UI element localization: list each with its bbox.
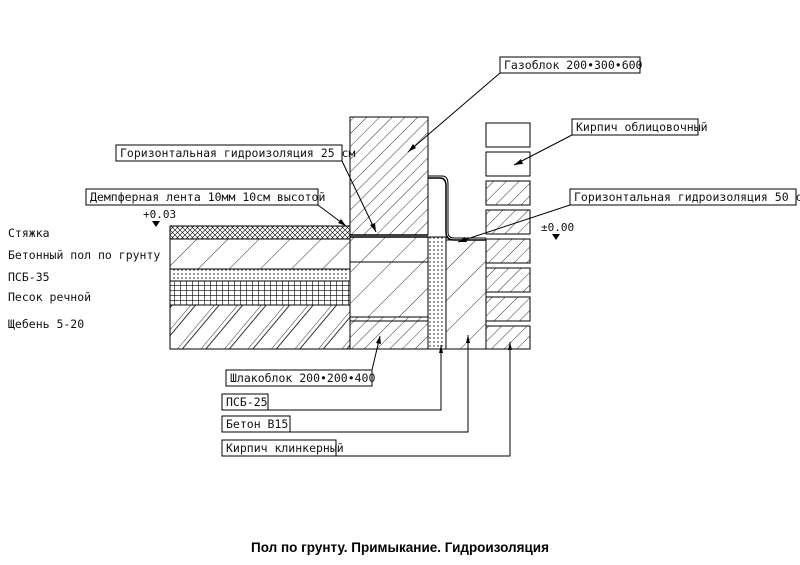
gravel-layer: [169, 304, 351, 350]
slag-block: [349, 316, 429, 350]
brick: [485, 151, 531, 177]
label-screed: Стяжка: [8, 226, 50, 240]
gasblock-wall: [349, 116, 429, 318]
callout-b15-text: Бетон В15: [226, 417, 288, 431]
brick: [485, 238, 531, 264]
callout-hw50-text: Горизонтальная гидроизоляция 50 см: [574, 190, 800, 204]
screed-layer: [169, 225, 351, 240]
callout-slag-text: Шлакоблок 200•200•400: [230, 371, 375, 385]
level-floor-mark: +0.03: [143, 208, 176, 227]
callout-concrete-b15: Бетон В15: [221, 335, 470, 433]
callout-slag-block: Шлакоблок 200•200•400: [225, 335, 381, 387]
callout-damper-text: Демпферная лента 10мм 10см высотой: [90, 190, 325, 204]
gasblock-upper: [349, 116, 429, 236]
layer-labels: Стяжка Бетонный пол по грунту ПСБ-35 Пес…: [8, 226, 160, 331]
waterproofing-membrane: [428, 177, 486, 241]
drawing-caption: Пол по грунту. Примыкание. Гидроизоляция: [251, 540, 549, 555]
label-psb35: ПСБ-35: [8, 270, 50, 284]
level-floor-text: +0.03: [143, 208, 176, 221]
callout-psb25-text: ПСБ-25: [226, 395, 268, 409]
concrete-floor-layer: [169, 238, 351, 270]
callout-hw25-text: Горизонтальная гидроизоляция 25 см: [120, 146, 355, 160]
facing-brick-column: [485, 122, 531, 350]
callout-facing-brick-text: Кирпич облицовочный: [576, 120, 708, 134]
callout-clinker-text: Кирпич клинкерный: [226, 441, 344, 455]
callout-gasoblock-text: Газоблок 200•300•600: [504, 58, 643, 72]
gasblock-lower: [349, 236, 429, 318]
level-ground-mark: ±0.00: [541, 221, 574, 240]
brick: [485, 325, 531, 350]
callout-damper-tape: Демпферная лента 10мм 10см высотой: [85, 188, 347, 227]
callout-horiz-waterproof-25: Горизонтальная гидроизоляция 25 см: [115, 144, 377, 233]
psb25-insulation: [427, 236, 447, 350]
callout-psb25: ПСБ-25: [221, 345, 443, 411]
brick: [485, 296, 531, 322]
brick: [485, 180, 531, 206]
floor-layers: [169, 225, 351, 350]
psb35-layer: [169, 268, 351, 282]
callout-gasoblock: Газоблок 200•300•600: [407, 56, 643, 153]
label-sand: Песок речной: [8, 290, 91, 304]
callout-facing-brick: Кирпич облицовочный: [513, 118, 708, 166]
callout-clinker-brick: Кирпич клинкерный: [221, 342, 512, 457]
sand-layer: [169, 280, 351, 306]
label-gravel: Щебень 5-20: [8, 317, 84, 331]
level-ground-text: ±0.00: [541, 221, 574, 234]
concrete-b15: [445, 239, 487, 350]
callout-horiz-waterproof-50: Горизонтальная гидроизоляция 50 см: [457, 188, 800, 243]
brick: [485, 122, 531, 148]
label-concrete-floor: Бетонный пол по грунту: [8, 248, 160, 262]
brick: [485, 267, 531, 293]
